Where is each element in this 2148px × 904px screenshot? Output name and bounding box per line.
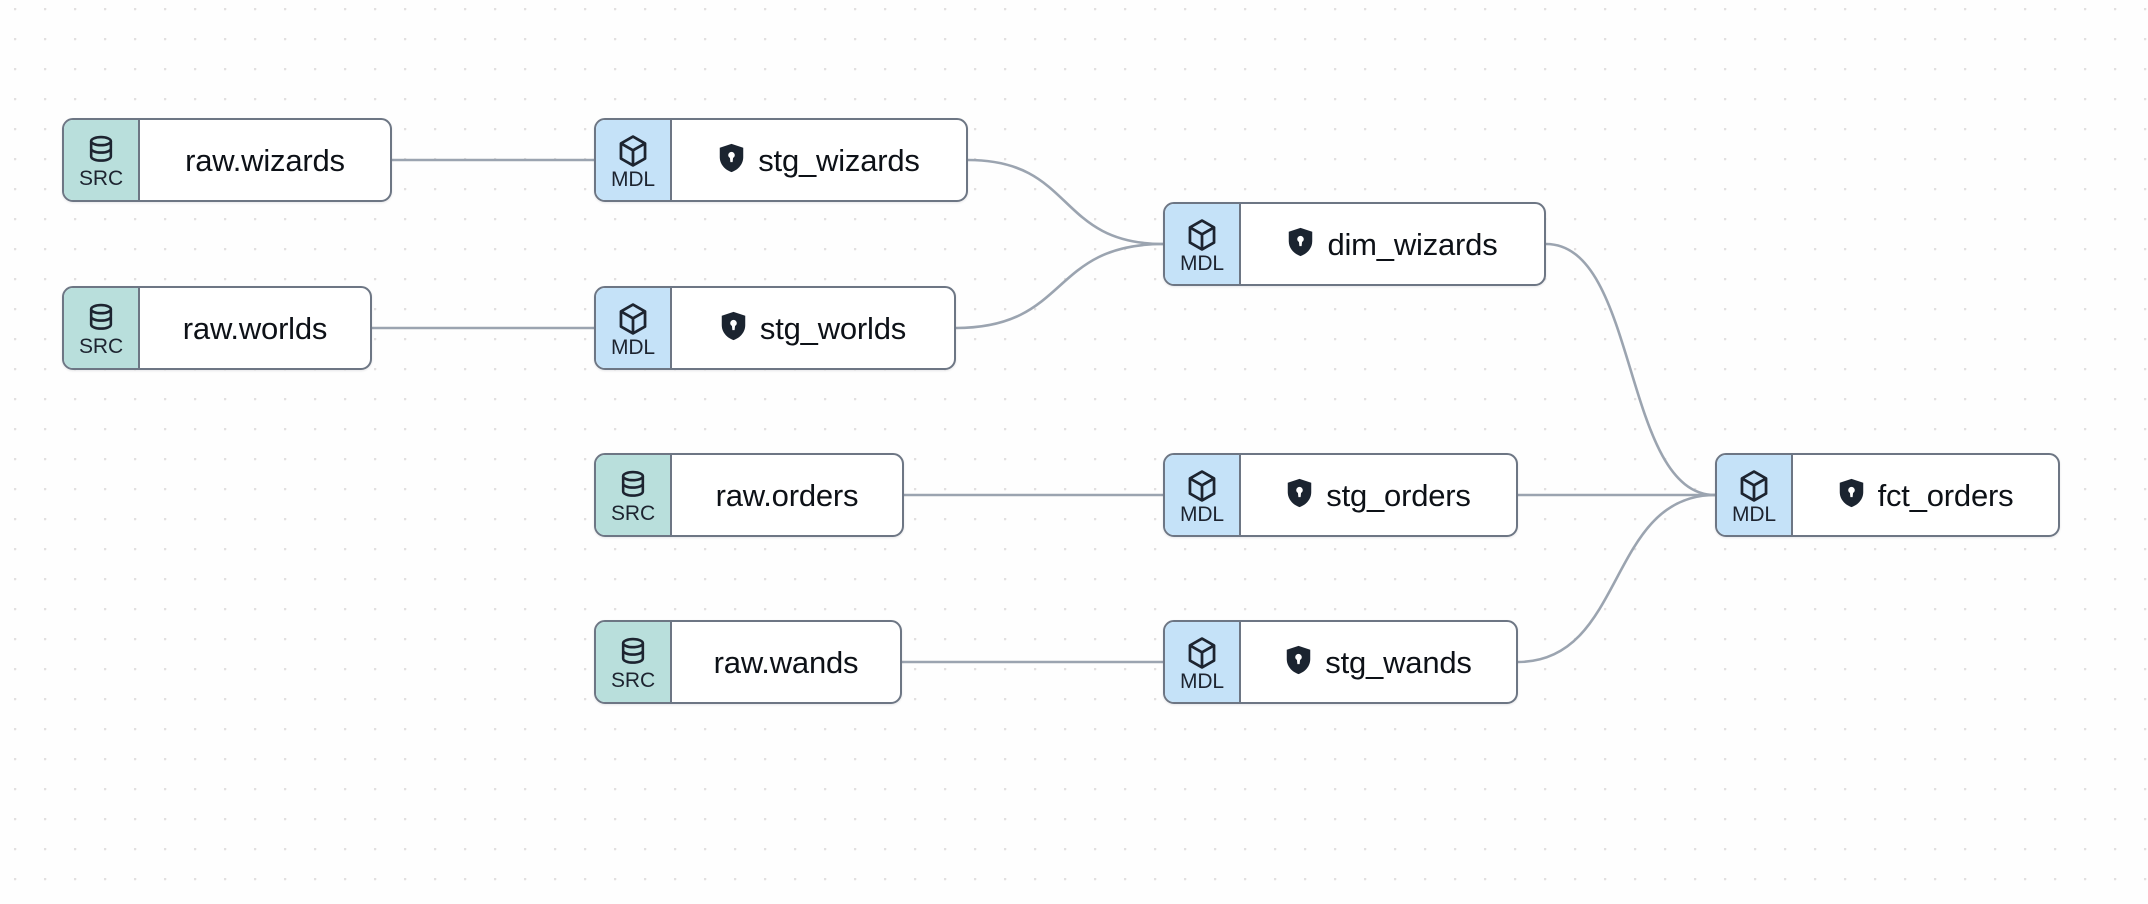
lineage-edge-stg_wizards-to-dim_wizards: [966, 158, 1165, 246]
lineage-node-stg_wizards[interactable]: MDL stg_wizards: [594, 118, 968, 202]
shield-lock-icon: [1287, 227, 1314, 262]
badge-label: MDL: [1179, 251, 1225, 275]
node-label-raw_worlds: raw.worlds: [182, 310, 328, 346]
lineage-edge-stg_worlds-to-dim_wizards: [954, 242, 1165, 330]
database-icon: [86, 303, 116, 335]
shield-lock-icon: [1285, 645, 1312, 680]
node-body: raw.wizards: [140, 120, 390, 200]
badge-label: MDL: [1179, 502, 1225, 526]
node-label-stg_orders: stg_orders: [1326, 477, 1471, 513]
lineage-edge-dim_wizards-to-fct_orders: [1544, 242, 1717, 497]
node-body: stg_orders: [1241, 455, 1516, 535]
node-body: stg_wizards: [672, 120, 966, 200]
lineage-node-raw_wands[interactable]: SRC raw.wands: [594, 620, 902, 704]
badge-label: MDL: [610, 335, 656, 359]
node-label-stg_wizards: stg_wizards: [758, 142, 920, 178]
lineage-node-stg_worlds[interactable]: MDL stg_worlds: [594, 286, 956, 370]
node-label-raw_orders: raw.orders: [715, 477, 859, 513]
node-type-badge-mdl: MDL: [1165, 622, 1241, 702]
cube-icon: [1186, 218, 1218, 252]
node-label-fct_orders: fct_orders: [1877, 477, 2014, 513]
cube-icon: [1186, 636, 1218, 670]
node-label-dim_wizards: dim_wizards: [1327, 226, 1498, 262]
node-label-stg_wands: stg_wands: [1325, 644, 1472, 680]
node-type-badge-src: SRC: [64, 288, 140, 368]
node-body: raw.worlds: [140, 288, 370, 368]
database-icon: [618, 637, 648, 669]
node-body: raw.wands: [672, 622, 900, 702]
lineage-node-fct_orders[interactable]: MDL fct_orders: [1715, 453, 2060, 537]
node-type-badge-mdl: MDL: [1717, 455, 1793, 535]
lineage-node-stg_orders[interactable]: MDL stg_orders: [1163, 453, 1518, 537]
node-type-badge-mdl: MDL: [596, 288, 672, 368]
node-type-badge-src: SRC: [596, 455, 672, 535]
cube-icon: [617, 302, 649, 336]
badge-label: SRC: [78, 334, 124, 358]
database-icon: [618, 470, 648, 502]
shield-lock-icon: [720, 311, 747, 346]
node-label-raw_wands: raw.wands: [713, 644, 859, 680]
node-type-badge-src: SRC: [64, 120, 140, 200]
node-label-stg_worlds: stg_worlds: [759, 310, 907, 346]
cube-icon: [617, 134, 649, 168]
node-body: stg_worlds: [672, 288, 954, 368]
node-type-badge-mdl: MDL: [1165, 455, 1241, 535]
node-body: dim_wizards: [1241, 204, 1544, 284]
badge-label: MDL: [610, 167, 656, 191]
node-type-badge-src: SRC: [596, 622, 672, 702]
cube-icon: [1738, 469, 1770, 503]
node-body: raw.orders: [672, 455, 902, 535]
lineage-edge-stg_wands-to-fct_orders: [1516, 493, 1717, 664]
lineage-node-dim_wizards[interactable]: MDL dim_wizards: [1163, 202, 1546, 286]
badge-label: SRC: [78, 166, 124, 190]
badge-label: SRC: [610, 668, 656, 692]
cube-icon: [1186, 469, 1218, 503]
node-type-badge-mdl: MDL: [596, 120, 672, 200]
badge-label: SRC: [610, 501, 656, 525]
node-label-raw_wizards: raw.wizards: [185, 142, 345, 178]
lineage-node-stg_wands[interactable]: MDL stg_wands: [1163, 620, 1518, 704]
shield-lock-icon: [718, 143, 745, 178]
badge-label: MDL: [1179, 669, 1225, 693]
badge-label: MDL: [1731, 502, 1777, 526]
node-type-badge-mdl: MDL: [1165, 204, 1241, 284]
shield-lock-icon: [1286, 478, 1313, 513]
node-body: fct_orders: [1793, 455, 2058, 535]
lineage-node-raw_worlds[interactable]: SRC raw.worlds: [62, 286, 372, 370]
node-body: stg_wands: [1241, 622, 1516, 702]
database-icon: [86, 135, 116, 167]
shield-lock-icon: [1838, 478, 1865, 513]
lineage-node-raw_orders[interactable]: SRC raw.orders: [594, 453, 904, 537]
lineage-node-raw_wizards[interactable]: SRC raw.wizards: [62, 118, 392, 202]
